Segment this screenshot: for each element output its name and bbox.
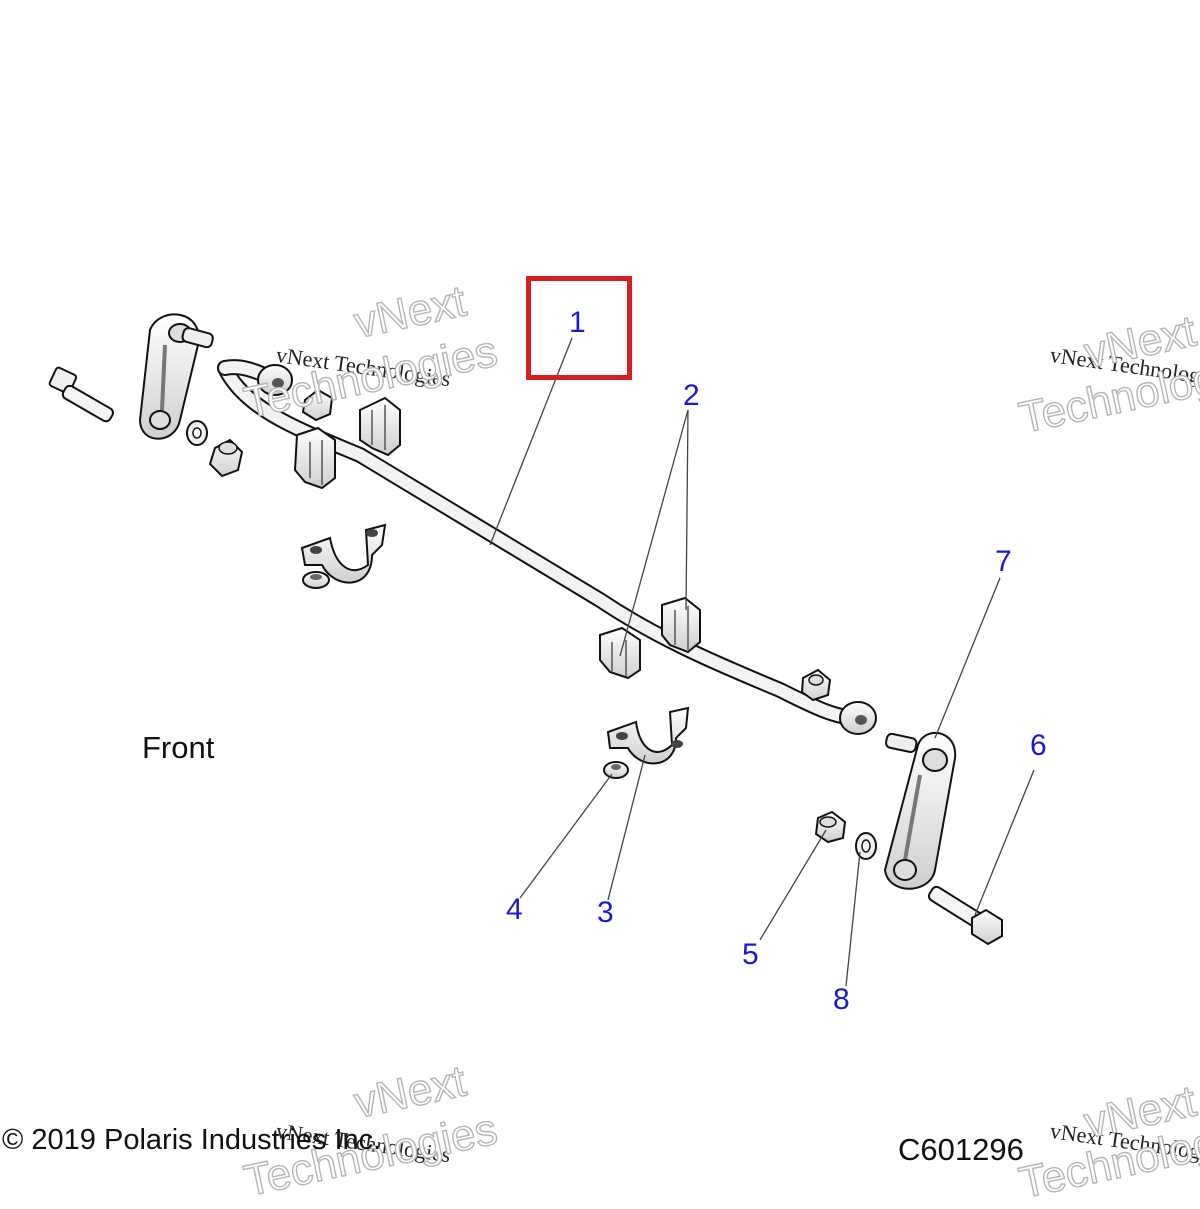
left-link	[138, 313, 214, 440]
copyright-text: © 2019 Polaris Industries Inc.	[2, 1124, 382, 1156]
left-clamp	[300, 523, 387, 584]
right-link	[883, 731, 957, 890]
bar-end-left	[257, 364, 293, 396]
left-nut	[208, 438, 244, 478]
callout-4[interactable]: 4	[506, 893, 523, 926]
left-bushing-top	[359, 396, 401, 457]
leader-lines	[489, 337, 1035, 987]
link-washer	[855, 832, 877, 860]
right-bushing-bottom	[599, 626, 641, 680]
callout-1[interactable]: 1	[569, 306, 586, 339]
front-label: Front	[142, 730, 215, 765]
link-nut	[814, 810, 847, 844]
left-clamp-nut	[302, 571, 330, 589]
callout-5[interactable]: 5	[742, 938, 759, 971]
callout-2[interactable]: 2	[683, 379, 700, 412]
right-bar-nut	[800, 668, 832, 702]
highlight-box	[526, 276, 632, 380]
left-washer	[186, 420, 208, 446]
left-bolt	[48, 366, 114, 423]
bar-end-right	[839, 701, 877, 735]
callout-8[interactable]: 8	[833, 983, 850, 1016]
stabilizer-bar	[217, 359, 866, 726]
left-bar-nut	[301, 388, 334, 422]
right-bushing-top	[661, 596, 701, 654]
drawing-id: C601296	[898, 1132, 1024, 1167]
callout-3[interactable]: 3	[597, 896, 614, 929]
right-clamp	[606, 706, 690, 765]
link-bolt	[927, 885, 1003, 946]
left-bushing-bottom	[293, 426, 336, 490]
callout-6[interactable]: 6	[1030, 729, 1047, 762]
clamp-nut	[603, 761, 629, 779]
callout-7[interactable]: 7	[995, 545, 1012, 578]
